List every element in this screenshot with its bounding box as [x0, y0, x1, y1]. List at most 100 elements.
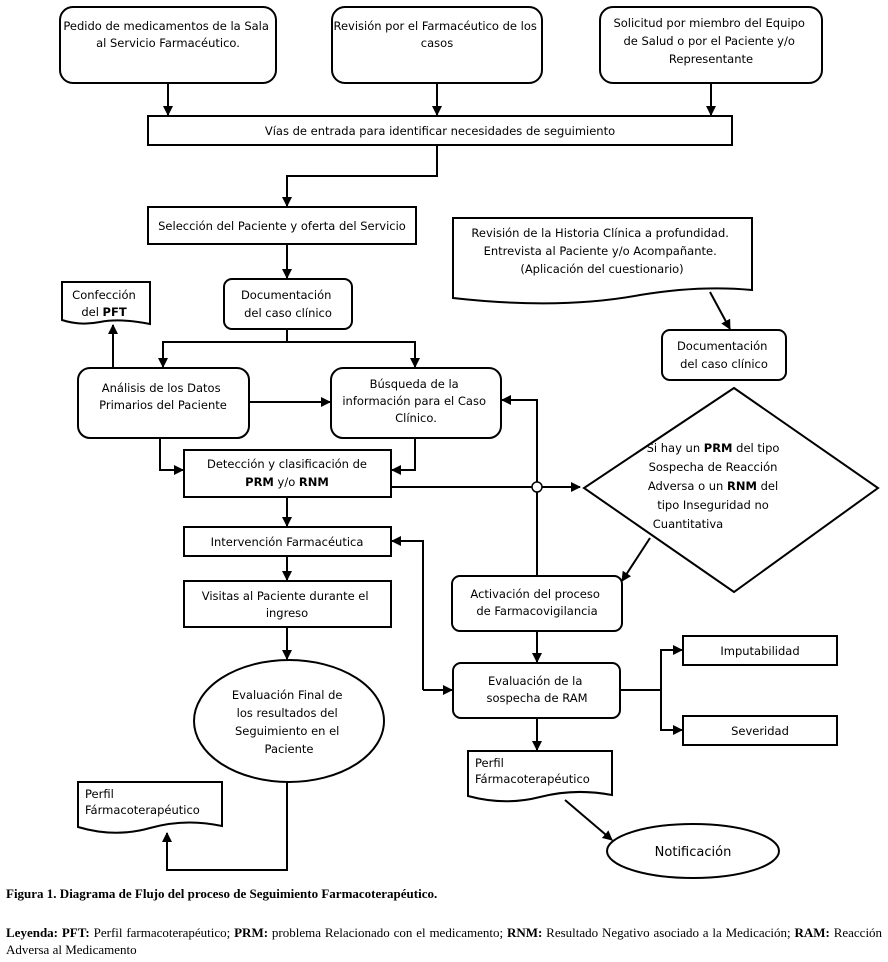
svg-text:Adversa o un RNM del: Adversa o un RNM del: [648, 479, 778, 493]
node-revision-casos: Revisión por el Farmacéutico de los caso…: [331, 6, 543, 84]
edge-evaluacion-ram-imputabilidad: [620, 645, 683, 691]
node-evaluacion-final-line1: Evaluación Final de: [232, 688, 343, 702]
legend-pft-text: Perfil farmacoterapéutico;: [93, 925, 231, 940]
node-revision-historia-line2: Entrevista al Paciente y/o Acompañante.: [484, 244, 717, 258]
edge-perfil-notificacion: [564, 799, 613, 841]
node-notificacion-line1: Notificación: [655, 845, 732, 860]
node-diamond-l2: Sospecha de Reacción: [649, 460, 778, 474]
node-deteccion-line1: Detección y clasificación de: [207, 457, 367, 471]
node-perfil-1-line2: Fármacoterapéutico: [475, 772, 590, 786]
node-diamond-l3-post: del: [761, 479, 779, 493]
edge-intervencion-evaluacion-ram: [391, 536, 424, 690]
node-severidad-line1: Severidad: [731, 724, 789, 738]
node-deteccion: Detección y clasificación de PRM y/o RNM: [183, 449, 392, 498]
node-perfil-2-line2: Fármacoterapéutico: [85, 803, 200, 817]
node-notificacion: Notificación: [606, 823, 780, 879]
svg-text:Activación del proceso d: Activación del proceso de Farmacovigilan…: [470, 587, 603, 618]
edge-activacion-busqueda: [501, 395, 538, 575]
node-diamond-l5: Cuantitativa: [653, 517, 723, 531]
legend-ram-text: Reacción Adversa al Medicamento: [6, 925, 883, 957]
node-solicitud-line3: Representante: [669, 52, 753, 66]
node-perfil-2-line1: Perfil: [85, 787, 114, 801]
node-diamond: Si hay un PRM del tipo Sospecha de Reacc…: [582, 386, 880, 594]
node-evaluacion-ram-line2: sospecha de RAM: [486, 691, 587, 705]
svg-text:del PFT: del PFT: [81, 305, 127, 319]
node-evaluacion-final-line3: Seguimiento en el: [235, 724, 339, 738]
figure-caption: Figura 1. Diagrama de Flujo del proceso …: [6, 886, 438, 901]
figure-legend: Leyenda: PFT: Perfil farmacoterapéutico;…: [6, 924, 882, 958]
edge-busqueda-deteccion: [391, 438, 416, 475]
svg-text:Pedido de medicamentos de la S: Pedido de medicamentos de la Sala al Ser…: [63, 19, 272, 50]
node-diamond-l3-b: RNM: [727, 479, 757, 493]
junction-point: [531, 481, 543, 493]
svg-text:Perfil Fármacoterapéutic: Perfil Fármacoterapéutico: [85, 787, 200, 817]
node-diamond-l1-pre: Si hay un: [647, 441, 701, 455]
node-documentacion-2-line1: Documentación: [677, 339, 767, 353]
node-revision-casos-line2: casos: [421, 36, 453, 50]
node-intervencion-line1: Intervención Farmacéutica: [211, 535, 364, 549]
svg-text:Confección: Confección: [72, 288, 136, 302]
node-imputabilidad-line1: Imputabilidad: [720, 644, 799, 658]
node-evaluacion-final-line2: los resultados del: [237, 706, 338, 720]
node-analisis-line2: Primarios del Paciente: [99, 398, 227, 412]
node-evaluacion-ram-line1: Evaluación de la: [488, 674, 582, 688]
legend-label: Leyenda:: [6, 925, 58, 940]
svg-text:Selección del Paciente y ofert: Selección del Paciente y oferta del Serv…: [158, 219, 406, 233]
node-busqueda: Búsqueda de la información para el Caso …: [330, 367, 502, 439]
edges: [108, 83, 731, 871]
svg-text:Intervención Farmacéutica: Intervención Farmacéutica: [211, 535, 364, 549]
svg-text:Documentación del caso c: Documentación del caso clínico: [677, 339, 771, 371]
node-solicitud: Solicitud por miembro del Equipo de Salu…: [599, 6, 823, 84]
node-activacion: Activación del proceso de Farmacovigilan…: [451, 575, 623, 632]
edge-documentacion-split: [158, 329, 288, 368]
node-diamond-l3-pre: Adversa o un: [648, 479, 724, 493]
legend-ram-abbr: RAM:: [794, 925, 830, 940]
node-busqueda-line1: Búsqueda de la: [370, 377, 459, 391]
svg-text:Solicitud por miembro del Equi: Solicitud por miembro del Equipo de Salu…: [613, 16, 808, 66]
node-visitas-line1: Visitas al Paciente durante el: [202, 589, 369, 603]
node-activacion-line1: Activación del proceso: [470, 587, 600, 601]
svg-text:Documentación del caso c: Documentación del caso clínico: [241, 288, 335, 320]
node-vias-line1: Vías de entrada para identificar necesid…: [265, 124, 615, 138]
legend-prm-text: problema Relacionado con el medicamento;: [271, 925, 504, 940]
node-activacion-line2: de Farmacovigilancia: [476, 604, 597, 618]
svg-text:Búsqueda de la informaci: Búsqueda de la información para el Caso …: [342, 377, 489, 425]
edge-evaluacion-final-perfil: [162, 780, 288, 871]
node-visitas: Visitas al Paciente durante el ingreso: [183, 580, 392, 628]
node-diamond-l1-post: del tipo: [736, 441, 779, 455]
node-diamond-l4: tipo Inseguridad no: [657, 498, 769, 512]
node-pedido-line2: al Servicio Farmacéutico.: [96, 36, 240, 50]
node-documentacion-1: Documentación del caso clínico: [223, 278, 353, 330]
node-seleccion: Selección del Paciente y oferta del Serv…: [147, 206, 417, 245]
node-vias: Vías de entrada para identificar necesid…: [147, 115, 733, 146]
node-revision-historia-line3: (Aplicación del cuestionario): [520, 262, 683, 276]
svg-text:Revisión por el Farmacéutico d: Revisión por el Farmacéutico de los caso…: [333, 19, 540, 50]
svg-text:Análisis de los Datos Pr: Análisis de los Datos Primarios del Paci…: [99, 381, 227, 412]
edge-documentacion-busqueda: [287, 341, 420, 368]
edge-evaluacion-ram-severidad: [660, 690, 683, 735]
node-diamond-l1-b: PRM: [704, 441, 733, 455]
node-intervencion: Intervención Farmacéutica: [183, 526, 392, 557]
node-visitas-line2: ingreso: [266, 606, 308, 620]
legend-pft-abbr: PFT:: [61, 925, 90, 940]
node-documentacion-1-line1: Documentación: [241, 288, 331, 302]
node-confeccion-line1: Confección: [72, 288, 136, 302]
node-documentacion-1-line2: del caso clínico: [244, 306, 332, 320]
node-busqueda-line2: información para el Caso: [342, 394, 486, 408]
svg-text:Evaluación Final de los: Evaluación Final de los resultados del S…: [232, 688, 346, 756]
node-confeccion-bold: PFT: [103, 305, 127, 319]
legend-rnm-text: Resultado Negativo asociado a la Medicac…: [546, 925, 791, 940]
svg-text:Evaluación de la sospech: Evaluación de la sospecha de RAM: [486, 674, 587, 705]
legend-rnm-abbr: RNM:: [506, 925, 543, 940]
svg-text:Si hay un PRM del tipo: Si hay un PRM del tipo: [647, 441, 780, 455]
node-solicitud-line1: Solicitud por miembro del Equipo: [613, 16, 804, 30]
flow-diagram: Pedido de medicamentos de la Sala al Ser…: [59, 6, 880, 879]
node-deteccion-rnm: RNM: [299, 475, 329, 489]
node-confeccion-line2: del: [81, 305, 99, 319]
node-deteccion-mid: y/o: [278, 475, 296, 489]
svg-text:Imputabilidad: Imputabilidad: [720, 644, 799, 658]
node-solicitud-line2: de Salud o por el Paciente y/o: [623, 34, 794, 48]
node-documentacion-2: Documentación del caso clínico: [661, 329, 787, 381]
svg-text:Revisión de la Historia Clínic: Revisión de la Historia Clínica a profun…: [471, 226, 732, 276]
node-pedido-line1: Pedido de medicamentos de la Sala: [63, 19, 269, 33]
